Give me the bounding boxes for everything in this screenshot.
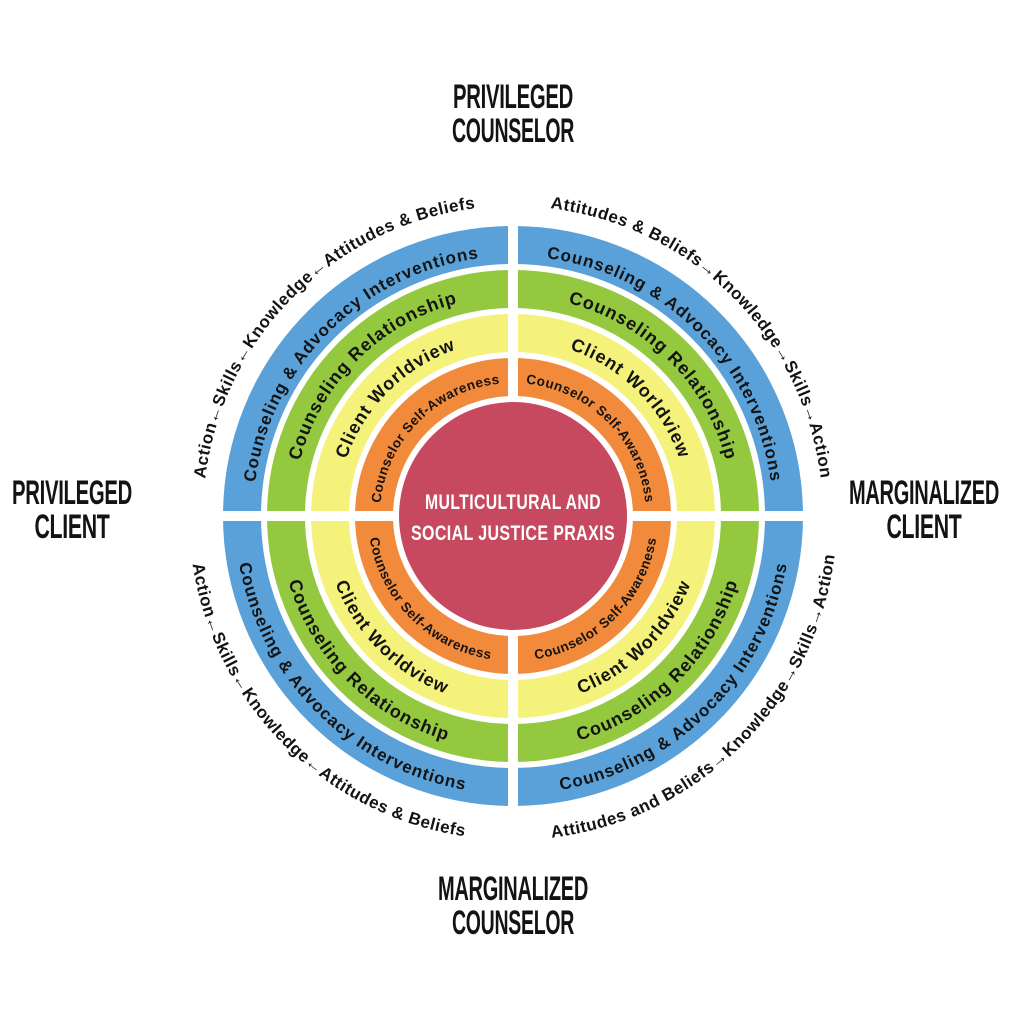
- quadrant-label-left-line1: PRIVILEGED: [12, 474, 132, 512]
- quadrant-label-top-line2: COUNSELOR: [452, 112, 574, 150]
- quadrant-label-top-line1: PRIVILEGED: [453, 78, 573, 116]
- center-title-line2: SOCIAL JUSTICE PRAXIS: [411, 522, 615, 545]
- center-circle: [399, 402, 627, 630]
- quadrant-label-right-line1: MARGINALIZED: [849, 474, 999, 512]
- center-title-line1: MULTICULTURAL AND: [425, 491, 601, 514]
- quadrant-label-left-line2: CLIENT: [35, 508, 110, 546]
- quadrant-label-right-line2: CLIENT: [887, 508, 962, 546]
- quadrant-label-bottom-line2: COUNSELOR: [452, 904, 574, 942]
- quadrant-label-bottom-line1: MARGINALIZED: [438, 870, 588, 908]
